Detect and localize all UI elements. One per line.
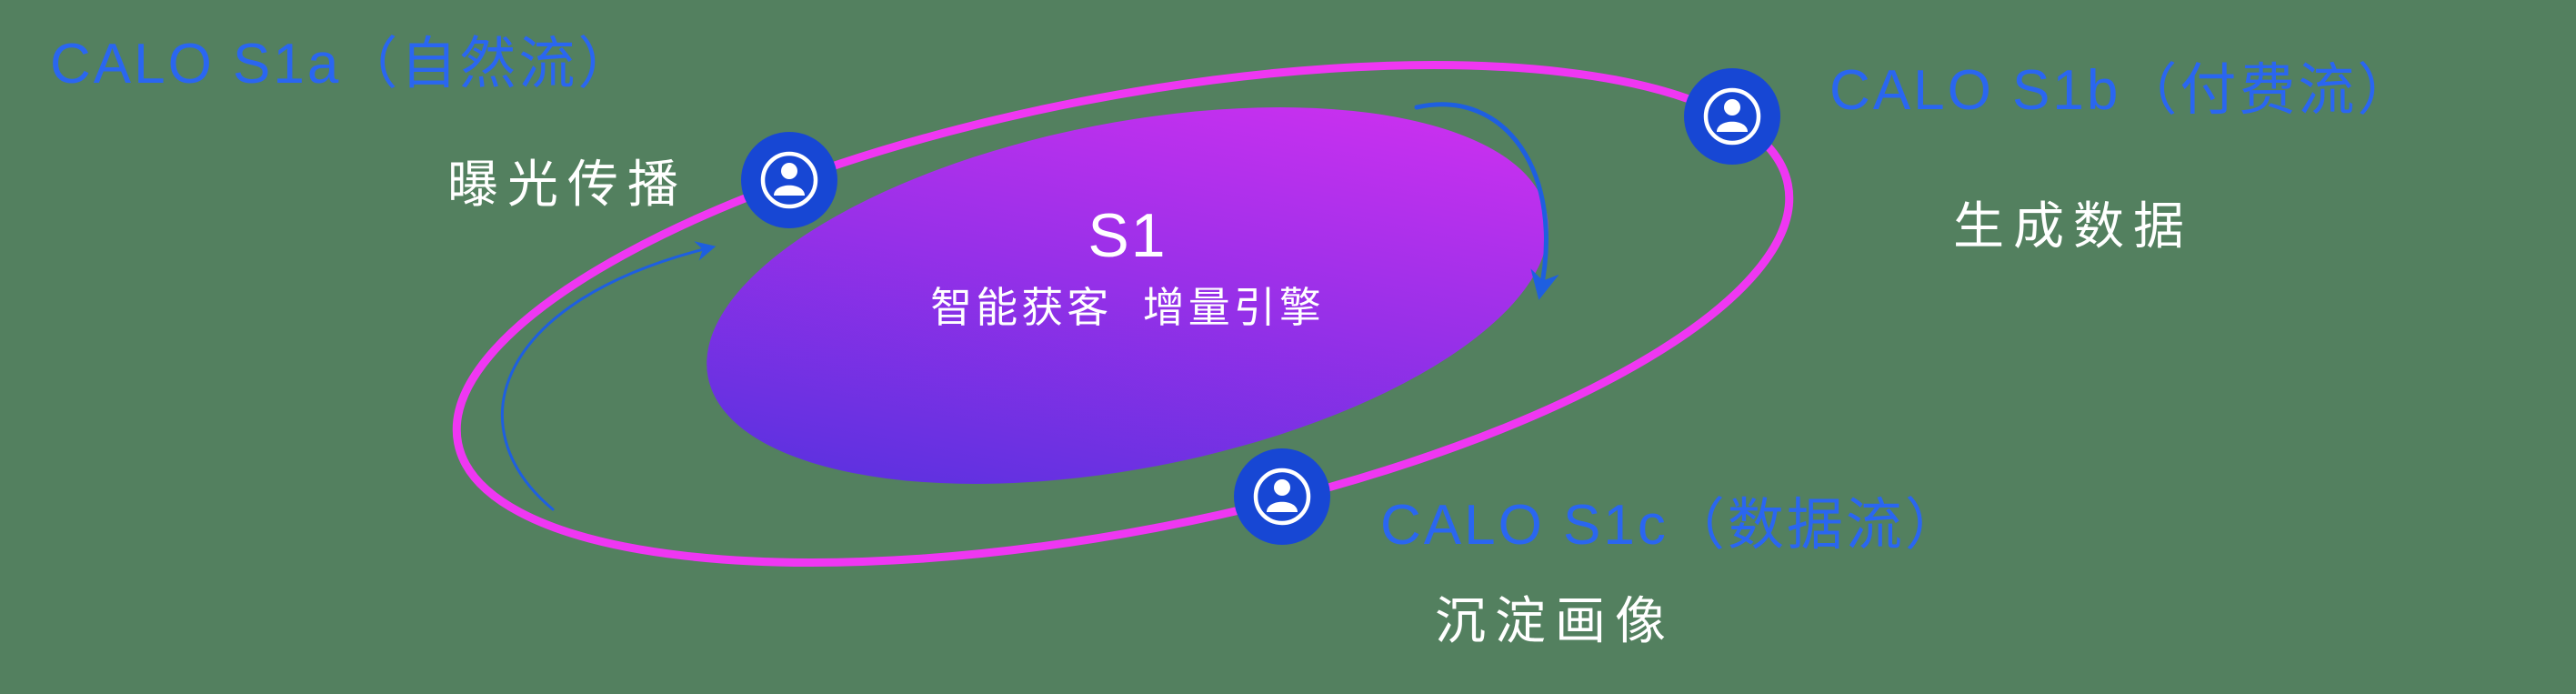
node-s1b-subtitle: 生成数据 — [1953, 197, 2193, 255]
user-icon — [1703, 87, 1761, 146]
node-s1c-title: CALO S1c（数据流） — [1380, 494, 1964, 557]
node-s1a-subtitle: 曝光传播 — [447, 156, 687, 213]
user-node-s1b — [1684, 68, 1780, 165]
node-s1c-subtitle: 沉淀画像 — [1435, 592, 1675, 649]
core-subtitle: 智能获客 增量引擎 — [930, 283, 1325, 331]
flow-arrow-left-icon — [500, 241, 717, 511]
user-node-s1a — [741, 132, 837, 228]
core-title: S1 — [1088, 201, 1168, 270]
node-s1b-title: CALO S1b（付费流） — [1829, 59, 2417, 122]
node-s1a-title: CALO S1a（自然流） — [50, 33, 637, 96]
user-node-s1c — [1234, 448, 1330, 545]
core-label-group: S1 智能获客 增量引擎 — [809, 202, 1446, 333]
core-ellipse — [707, 107, 1549, 484]
user-icon — [1253, 468, 1311, 526]
flow-arrow-right-icon — [1414, 102, 1559, 300]
orbit-ring — [452, 61, 1794, 567]
user-icon — [760, 151, 818, 209]
